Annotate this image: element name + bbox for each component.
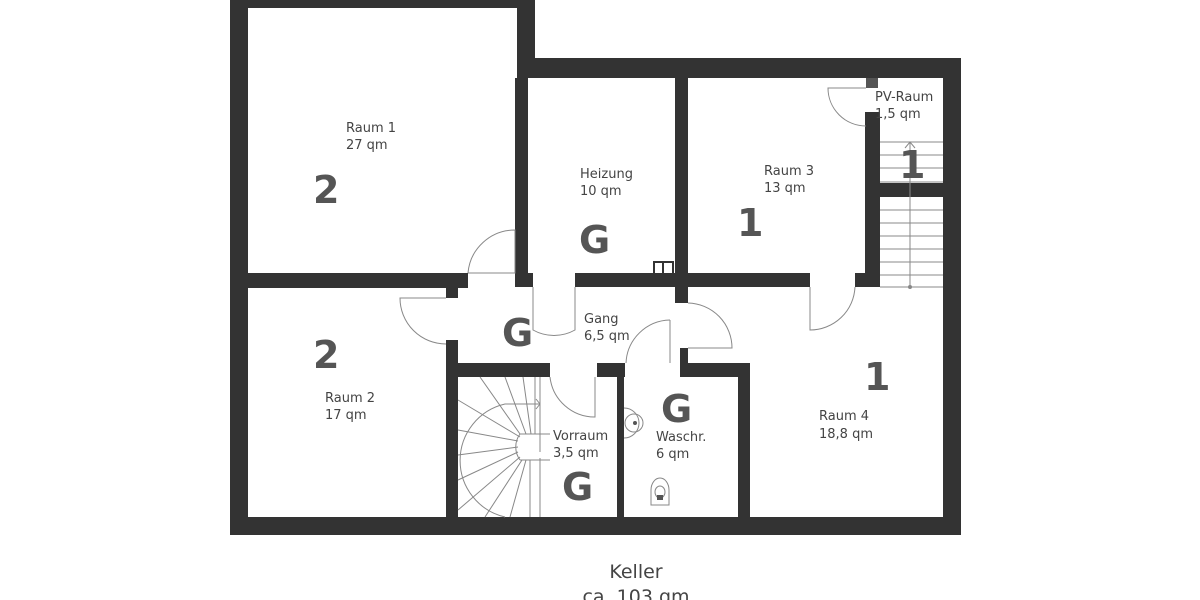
room-area: 18,8 qm [819, 427, 873, 442]
room-name: Vorraum [553, 429, 608, 444]
room-heizung: Heizung 10 qm G [579, 167, 633, 262]
toilet-icon [650, 477, 670, 506]
room-area: 1,5 qm [875, 107, 921, 122]
room-name: Gang [584, 312, 619, 327]
room-raum3: Raum 3 13 qm 1 [737, 164, 814, 245]
room-mark: 1 [737, 201, 763, 245]
room-area: 6 qm [656, 447, 689, 462]
caption: Keller ca. 103 qm [582, 561, 689, 600]
room-area: 6,5 qm [584, 329, 630, 344]
room-area: 17 qm [325, 408, 367, 423]
doors [399, 87, 867, 418]
room-name: Raum 2 [325, 391, 375, 406]
staircase-spiral [457, 376, 550, 518]
room-mark: G [579, 218, 610, 262]
walls [230, 0, 961, 535]
room-name: Raum 1 [346, 121, 396, 136]
floor-title: Keller [609, 561, 662, 583]
fixtures [623, 407, 670, 506]
room-mark: 1 [899, 143, 925, 187]
room-raum4: Raum 4 18,8 qm 1 [819, 355, 890, 442]
room-waschraum: Waschr. 6 qm G [656, 387, 706, 462]
room-mark: 2 [313, 333, 339, 377]
room-gang: Gang 6,5 qm G [502, 311, 630, 355]
room-mark: G [502, 311, 533, 355]
room-mark: 1 [864, 355, 890, 399]
room-area: 13 qm [764, 181, 806, 196]
room-name: Raum 4 [819, 409, 869, 424]
sink-icon [623, 407, 644, 439]
staircase-pv [880, 141, 943, 289]
room-mark: G [562, 465, 593, 509]
room-vorraum: Vorraum 3,5 qm G [553, 429, 608, 509]
room-name: Raum 3 [764, 164, 814, 179]
room-area: 10 qm [580, 184, 622, 199]
room-raum2: Raum 2 17 qm 2 [313, 333, 375, 423]
floor-area: ca. 103 qm [582, 586, 689, 600]
room-area: 27 qm [346, 138, 388, 153]
room-name: Waschr. [656, 430, 706, 445]
room-pv-raum: PV-Raum 1,5 qm 1 [875, 90, 933, 187]
room-raum1: Raum 1 27 qm 2 [313, 121, 396, 212]
room-mark: G [661, 387, 692, 431]
room-name: Heizung [580, 167, 633, 182]
room-mark: 2 [313, 168, 339, 212]
room-area: 3,5 qm [553, 446, 599, 461]
room-name: PV-Raum [875, 90, 933, 105]
